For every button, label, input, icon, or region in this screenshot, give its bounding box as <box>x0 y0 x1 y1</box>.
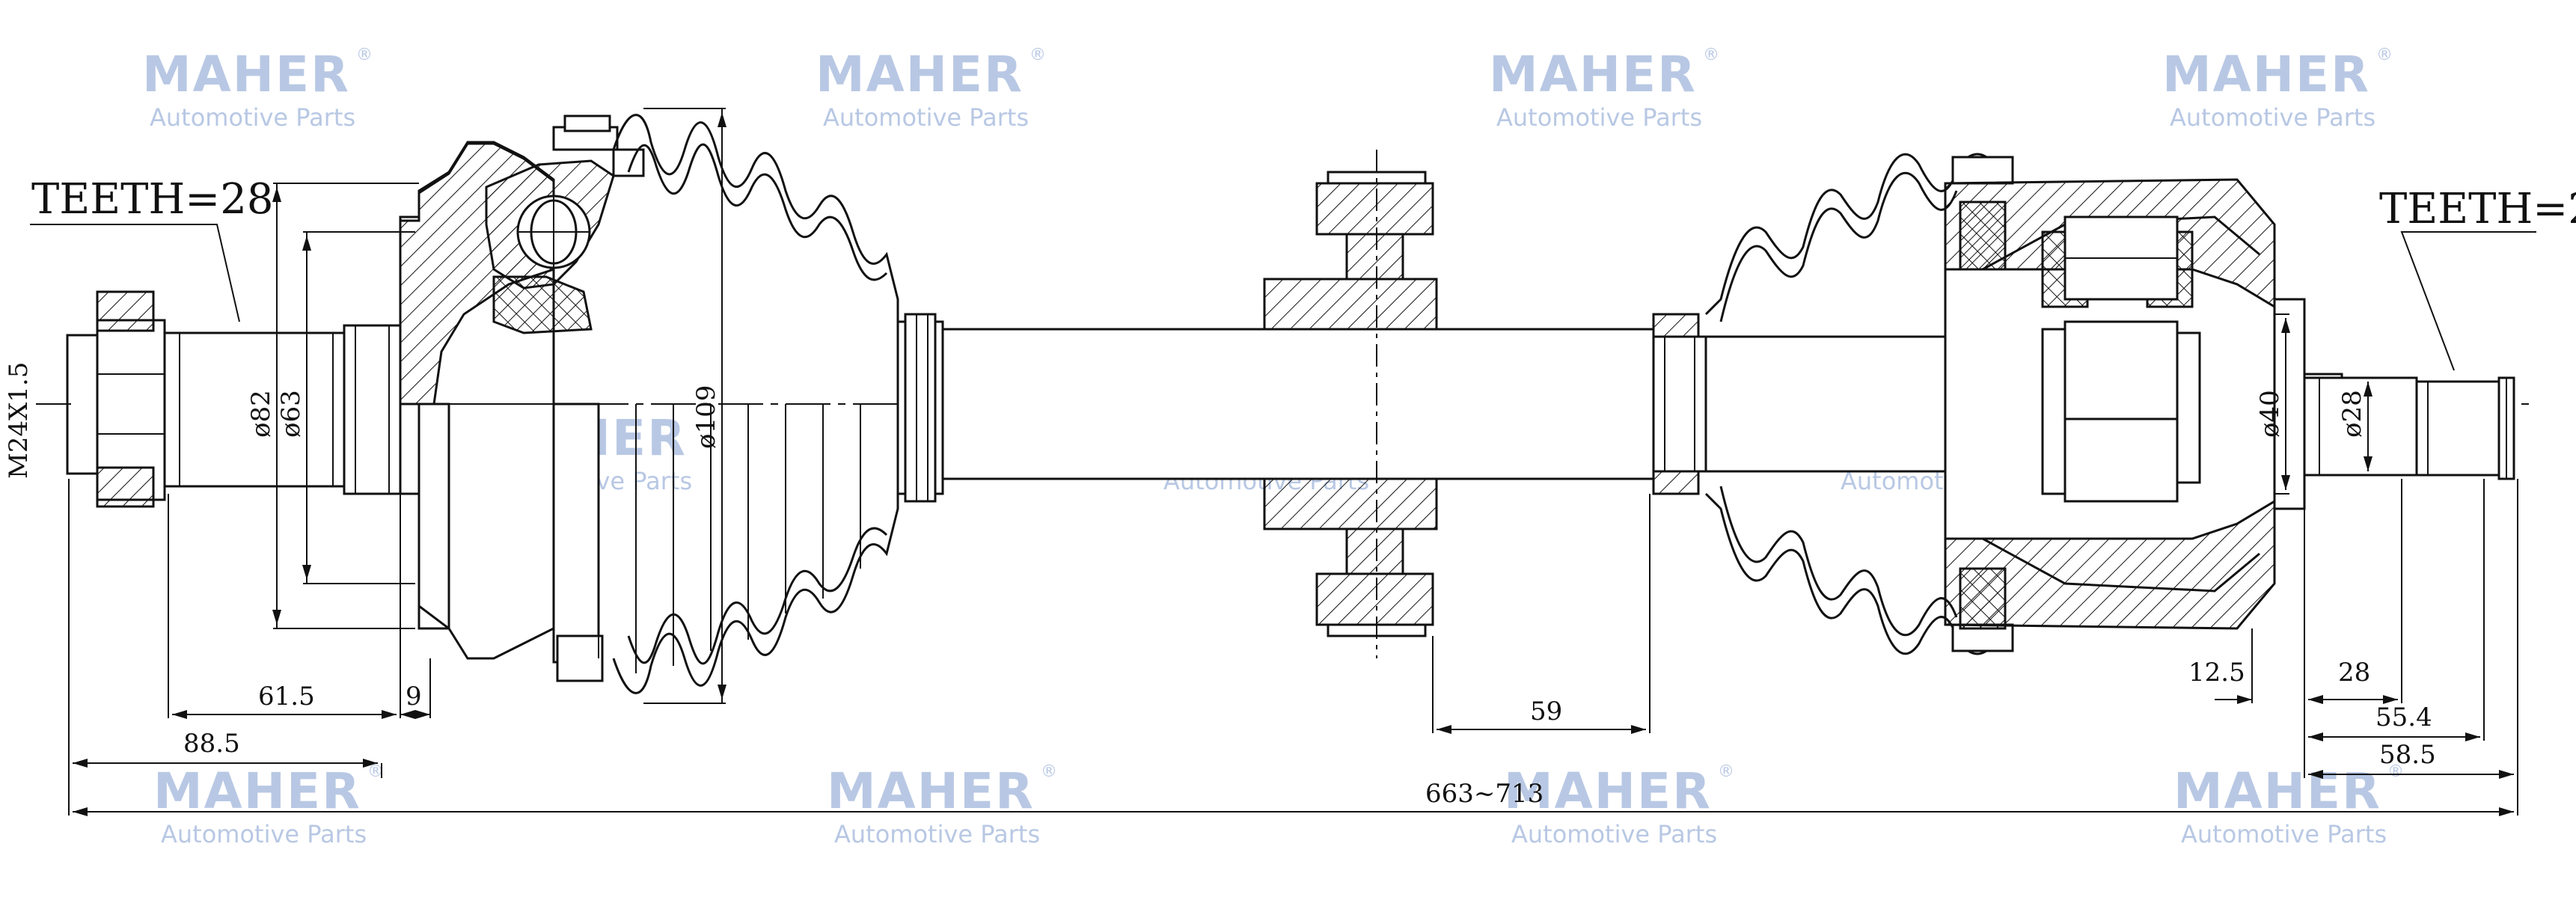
dia-82-label: ø82 <box>246 390 276 438</box>
dim-88-5-label: 88.5 <box>183 729 240 759</box>
watermark-subtitle: Automotive Parts <box>2170 103 2375 132</box>
watermark-brand: MAHER <box>816 46 1024 103</box>
watermark-top-4: MAHER ® Automotive Parts <box>2162 46 2393 132</box>
center-damper-weight <box>1263 150 1438 658</box>
watermark-top-2: MAHER ® Automotive Parts <box>816 46 1046 132</box>
watermark-bottom-1: MAHER ® Automotive Parts <box>153 762 384 848</box>
dim-58-5-label: 58.5 <box>2379 740 2436 770</box>
watermark-subtitle: Automotive Parts <box>834 820 1040 848</box>
dia-28-label: ø28 <box>2337 390 2367 438</box>
dim-12-5-label: 12.5 <box>2188 658 2245 688</box>
dia-40-label: ø40 <box>2255 390 2285 438</box>
watermark-subtitle: Automotive Parts <box>2181 820 2387 848</box>
watermark-registered: ® <box>1041 762 1057 781</box>
dia-109-label: ø109 <box>691 385 721 449</box>
left-cv-ball-cage <box>485 114 645 334</box>
dim-9-label: 9 <box>406 682 422 712</box>
watermark-bottom-4: MAHER ® Automotive Parts <box>2173 762 2404 848</box>
teeth-right-label: TEETH=27 <box>2379 185 2576 233</box>
left-spline-shaft <box>163 324 402 495</box>
right-boot-clamp <box>1652 313 1707 495</box>
dim-55-4-label: 55.4 <box>2375 703 2432 732</box>
right-stub-shaft <box>2273 298 2515 510</box>
watermark-subtitle: Automotive Parts <box>161 820 367 848</box>
teeth-left-label: TEETH=28 <box>31 175 273 224</box>
right-tripod-spider <box>1959 201 2201 630</box>
dim-59-label: 59 <box>1530 697 1562 726</box>
watermark-registered: ® <box>1703 46 1719 64</box>
watermark-subtitle: Automotive Parts <box>150 103 355 132</box>
watermark-brand: MAHER <box>2162 46 2370 103</box>
main-shaft <box>941 328 1655 480</box>
watermark-subtitle: Automotive Parts <box>1511 820 1717 848</box>
watermark-top-3: MAHER ® Automotive Parts <box>1489 46 1719 132</box>
dim-28-label: 28 <box>2338 658 2370 688</box>
watermark-brand: MAHER <box>142 46 350 103</box>
left-hub-nut <box>66 290 166 508</box>
thread-label: M24X1.5 <box>4 362 34 479</box>
watermark-registered: ® <box>1030 46 1046 64</box>
watermark-registered: ® <box>1718 762 1734 781</box>
dim-overall-label: 663~713 <box>1425 779 1544 809</box>
dim-61-5-label: 61.5 <box>258 682 315 712</box>
left-boot-clamp <box>896 313 944 503</box>
dia-63-label: ø63 <box>276 390 306 438</box>
watermark-subtitle: Automotive Parts <box>823 103 1029 132</box>
left-boot <box>552 114 899 694</box>
watermark-registered: ® <box>2376 46 2393 64</box>
watermark-subtitle: Automotive Parts <box>1496 103 1702 132</box>
watermark-top-1: MAHER ® Automotive Parts <box>142 46 373 132</box>
watermark-bottom-2: MAHER ® Automotive Parts <box>827 762 1057 848</box>
watermark-brand: MAHER <box>1489 46 1697 103</box>
watermark-registered: ® <box>356 46 373 64</box>
